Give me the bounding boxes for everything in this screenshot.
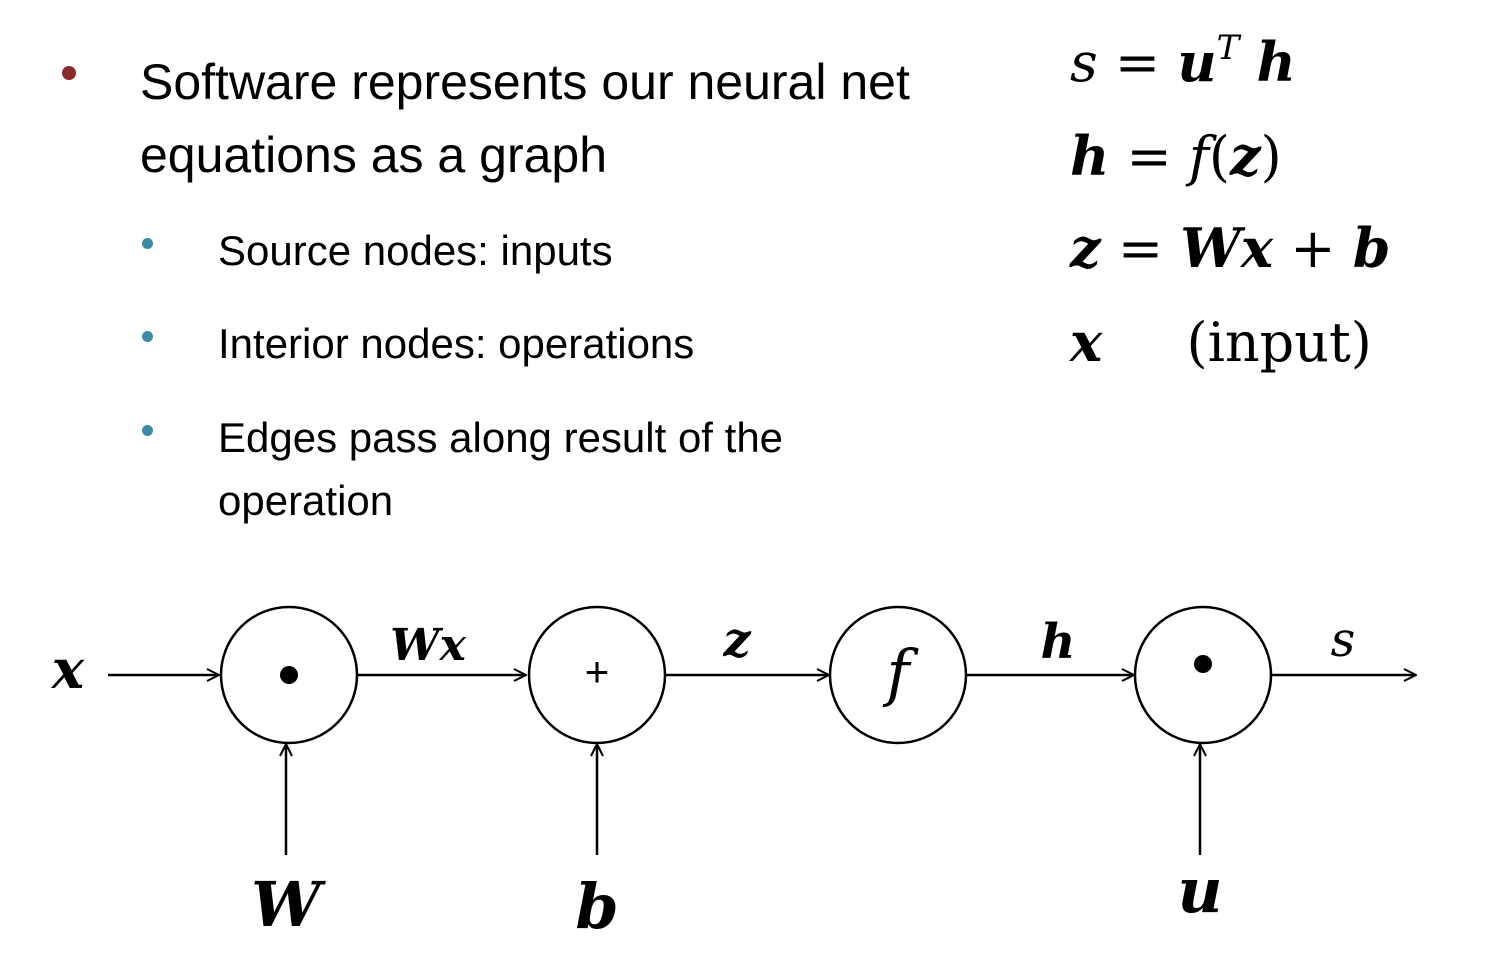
eq-symbol: x [1240, 216, 1274, 280]
eq-paren: ) [1260, 125, 1282, 188]
edge-label-z: z [722, 612, 752, 668]
eq-equals: = [1126, 125, 1172, 188]
dot-operator-icon [1194, 655, 1212, 673]
sub-bullet-text: Source nodes: inputs [218, 227, 613, 274]
equation-h: h = f(z) [1070, 124, 1282, 188]
sub-bullet-dot [142, 425, 153, 436]
input-b-label: b [575, 870, 618, 943]
eq-superscript: T [1216, 28, 1240, 68]
sub-bullet-text: Edges pass along result of the operation [218, 414, 784, 524]
node-multiply-2 [1133, 605, 1273, 745]
input-u-label: u [1177, 854, 1222, 927]
input-W-label: W [251, 868, 326, 941]
eq-paren: ( [1208, 125, 1230, 188]
eq-symbol: z [1229, 124, 1261, 188]
eq-symbol: b [1352, 216, 1391, 280]
edge-label-h: h [1041, 614, 1076, 670]
eq-symbol: W [1180, 216, 1241, 280]
eq-symbol: h [1070, 124, 1110, 188]
equation-s: s = uT h [1070, 28, 1296, 94]
eq-plus: + [1290, 217, 1336, 280]
eq-symbol: z [1070, 216, 1101, 280]
eq-symbol: h [1256, 30, 1296, 94]
eq-symbol: s [1070, 31, 1098, 94]
eq-equals: = [1117, 217, 1164, 280]
main-bullet-text: Software represents our neural net equat… [140, 54, 910, 183]
sub-bullet-text: Interior nodes: operations [218, 320, 695, 367]
eq-symbol: x [1070, 310, 1103, 374]
edge-label-wx: Wx [390, 620, 466, 671]
plus-operator-icon: + [585, 648, 610, 695]
sub-bullet-dot [142, 331, 153, 342]
equation-x: x (input) [1070, 310, 1372, 374]
computation-graph: x • Wx + z f h • s W b u [51, 605, 1496, 943]
equation-z: z = Wx + b [1070, 216, 1390, 280]
eq-symbol: u [1177, 30, 1217, 94]
edge-label-s: s [1331, 612, 1356, 668]
eq-symbol: f [1188, 125, 1209, 188]
sub-bullet-dot [142, 238, 153, 249]
eq-equals: = [1114, 31, 1161, 94]
input-x-label: x [51, 637, 85, 701]
dot-operator-icon [280, 666, 298, 684]
eq-note: (input) [1186, 311, 1372, 374]
main-bullet-dot [62, 66, 76, 80]
